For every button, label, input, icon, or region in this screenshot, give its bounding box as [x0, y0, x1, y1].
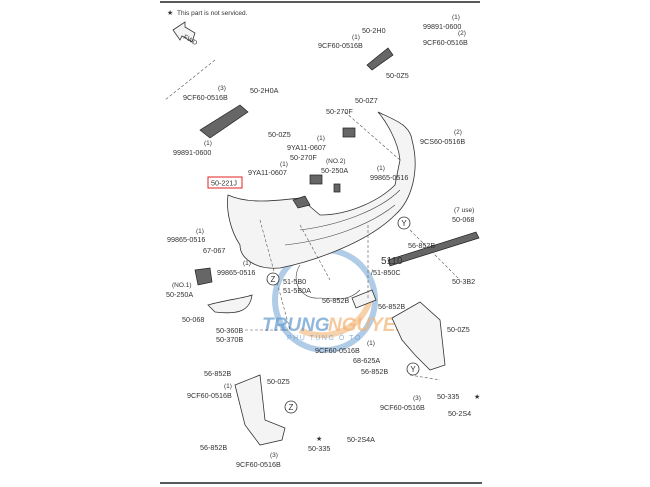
qty: (NO.1) [172, 282, 192, 289]
qty: (1) [317, 135, 325, 142]
part-label[interactable]: 5110 [381, 256, 403, 267]
clip-50-270F-a [342, 127, 356, 138]
reflector-50-360B [207, 294, 253, 314]
part-label[interactable]: 56-852B [204, 369, 231, 378]
qty: (3) [270, 452, 278, 459]
part-50-221J[interactable]: 50-221J [211, 179, 237, 188]
rear-bumper-50-221J [227, 111, 416, 269]
qty: (1) [452, 14, 460, 21]
not-serviced-note: This part is not serviced. [177, 10, 248, 17]
bracket-50-2H0 [366, 47, 394, 71]
part-label[interactable]: 50-2H0A [250, 86, 279, 95]
svg-text:TRUNG: TRUNG [262, 315, 330, 336]
qty: (NO.2) [326, 158, 346, 165]
part-label[interactable]: 99865-0516 [167, 235, 205, 244]
highlight-box [207, 176, 243, 189]
part-label[interactable]: 68-625A [353, 356, 380, 365]
qty: (1) [204, 140, 212, 147]
star-icon: ★ [474, 392, 480, 401]
callout-z-bottom: Z [284, 400, 298, 414]
part-label[interactable]: 50-270F [290, 153, 317, 162]
qty: (1) [377, 165, 385, 172]
part-label[interactable]: 50-2S4A [347, 435, 375, 444]
part-label[interactable]: 9CF60-0516B [318, 41, 363, 50]
part-label[interactable]: 51-5B0 [283, 277, 306, 286]
sensor-holder [351, 289, 377, 309]
part-label[interactable]: 9CF60-0516B [183, 93, 228, 102]
moulding-50-3B2 [387, 231, 480, 267]
qty: (1) [196, 228, 204, 235]
qty: (2) [454, 129, 462, 136]
callout-y-right: Y [406, 362, 420, 376]
part-label[interactable]: 50-335 [437, 392, 459, 401]
bracket-50-2H0A [199, 104, 249, 139]
svg-text:FWD: FWD [182, 34, 199, 48]
part-labels: (1) 99891-0600 50-2H0 (1) 9CF60-0516B (2… [166, 14, 480, 469]
part-label[interactable]: 50-250A [166, 290, 193, 299]
qty: (2) [458, 30, 466, 37]
part-label[interactable]: 50-0Z5 [386, 71, 409, 80]
part-label[interactable]: 50-0Z5 [268, 130, 291, 139]
part-label[interactable]: 51-5B0A [283, 286, 311, 295]
part-label[interactable]: 99891-0600 [173, 148, 211, 157]
part-label[interactable]: 9YA11-0607 [248, 168, 287, 177]
qty: (1) [352, 34, 360, 41]
part-label[interactable]: 50-250A [321, 166, 348, 175]
part-label[interactable]: 50-0Z5 [267, 377, 290, 386]
clip-50-250A-no2 [333, 183, 341, 193]
part-label[interactable]: 9CF60-0516B [236, 460, 281, 469]
part-label[interactable]: 99891-0600 [423, 22, 461, 31]
svg-text:Y: Y [401, 219, 407, 228]
part-label[interactable]: 50-2H0 [362, 26, 386, 35]
part-label[interactable]: 67-067 [203, 246, 225, 255]
part-label[interactable]: 9CF60-0516B [423, 38, 468, 47]
part-label[interactable]: 56-852B [200, 443, 227, 452]
svg-text:NGUYEN: NGUYEN [328, 315, 411, 336]
callout-z-left: Z [266, 272, 280, 286]
star-icon: ★ [167, 8, 173, 17]
svg-text:Z: Z [289, 403, 294, 412]
part-label[interactable]: 50-335 [308, 444, 330, 453]
part-label[interactable]: 50-0Z7 [355, 96, 378, 105]
part-label[interactable]: 99865-0516 [217, 268, 255, 277]
svg-text:PHỤ TÙNG Ô TÔ: PHỤ TÙNG Ô TÔ [287, 333, 362, 342]
splash-shield-left [234, 374, 286, 446]
part-label[interactable]: 50-068 [452, 215, 474, 224]
qty: (3) [218, 85, 226, 92]
harness-51-5B0 [295, 264, 361, 300]
part-label[interactable]: 50-0Z5 [447, 325, 470, 334]
part-label[interactable]: /51-850C [371, 268, 401, 277]
qty: (3) [413, 395, 421, 402]
clip-50-270F-b [309, 174, 323, 185]
part-label[interactable]: 56-852B [322, 296, 349, 305]
qty: (1) [224, 383, 232, 390]
qty: (1) [367, 340, 375, 347]
part-label[interactable]: 50-068 [182, 315, 204, 324]
qty: (1) [243, 260, 251, 267]
callout-y-top: Y [397, 216, 411, 230]
svg-text:Z: Z [271, 275, 276, 284]
part-label[interactable]: 9CF60-0516B [315, 346, 360, 355]
part-label[interactable]: 50-360B [216, 326, 243, 335]
svg-text:Y: Y [410, 365, 416, 374]
part-label[interactable]: 56-852B [378, 302, 405, 311]
fwd-arrow-icon: FWD [172, 21, 199, 48]
part-label[interactable]: 50-370B [216, 335, 243, 344]
part-label[interactable]: 56-852B [408, 241, 435, 250]
part-label[interactable]: 9CF60-0516B [187, 391, 232, 400]
part-label[interactable]: 9CS60-0516B [420, 137, 465, 146]
qty: (7 use) [454, 207, 474, 214]
part-label[interactable]: 50-3B2 [452, 277, 475, 286]
qty: (1) [280, 161, 288, 168]
part-label[interactable]: 56-852B [361, 367, 388, 376]
part-label[interactable]: 9CF60-0516B [380, 403, 425, 412]
part-label[interactable]: 50-2S4 [448, 409, 471, 418]
part-label[interactable]: 50-270F [326, 107, 353, 116]
part-label[interactable]: 9YA11-0607 [287, 143, 326, 152]
bracket-50-250A-no1 [194, 267, 213, 286]
part-label[interactable]: 99865-0516 [370, 173, 408, 182]
splash-shield-right [391, 301, 446, 371]
star-icon: ★ [316, 434, 322, 443]
